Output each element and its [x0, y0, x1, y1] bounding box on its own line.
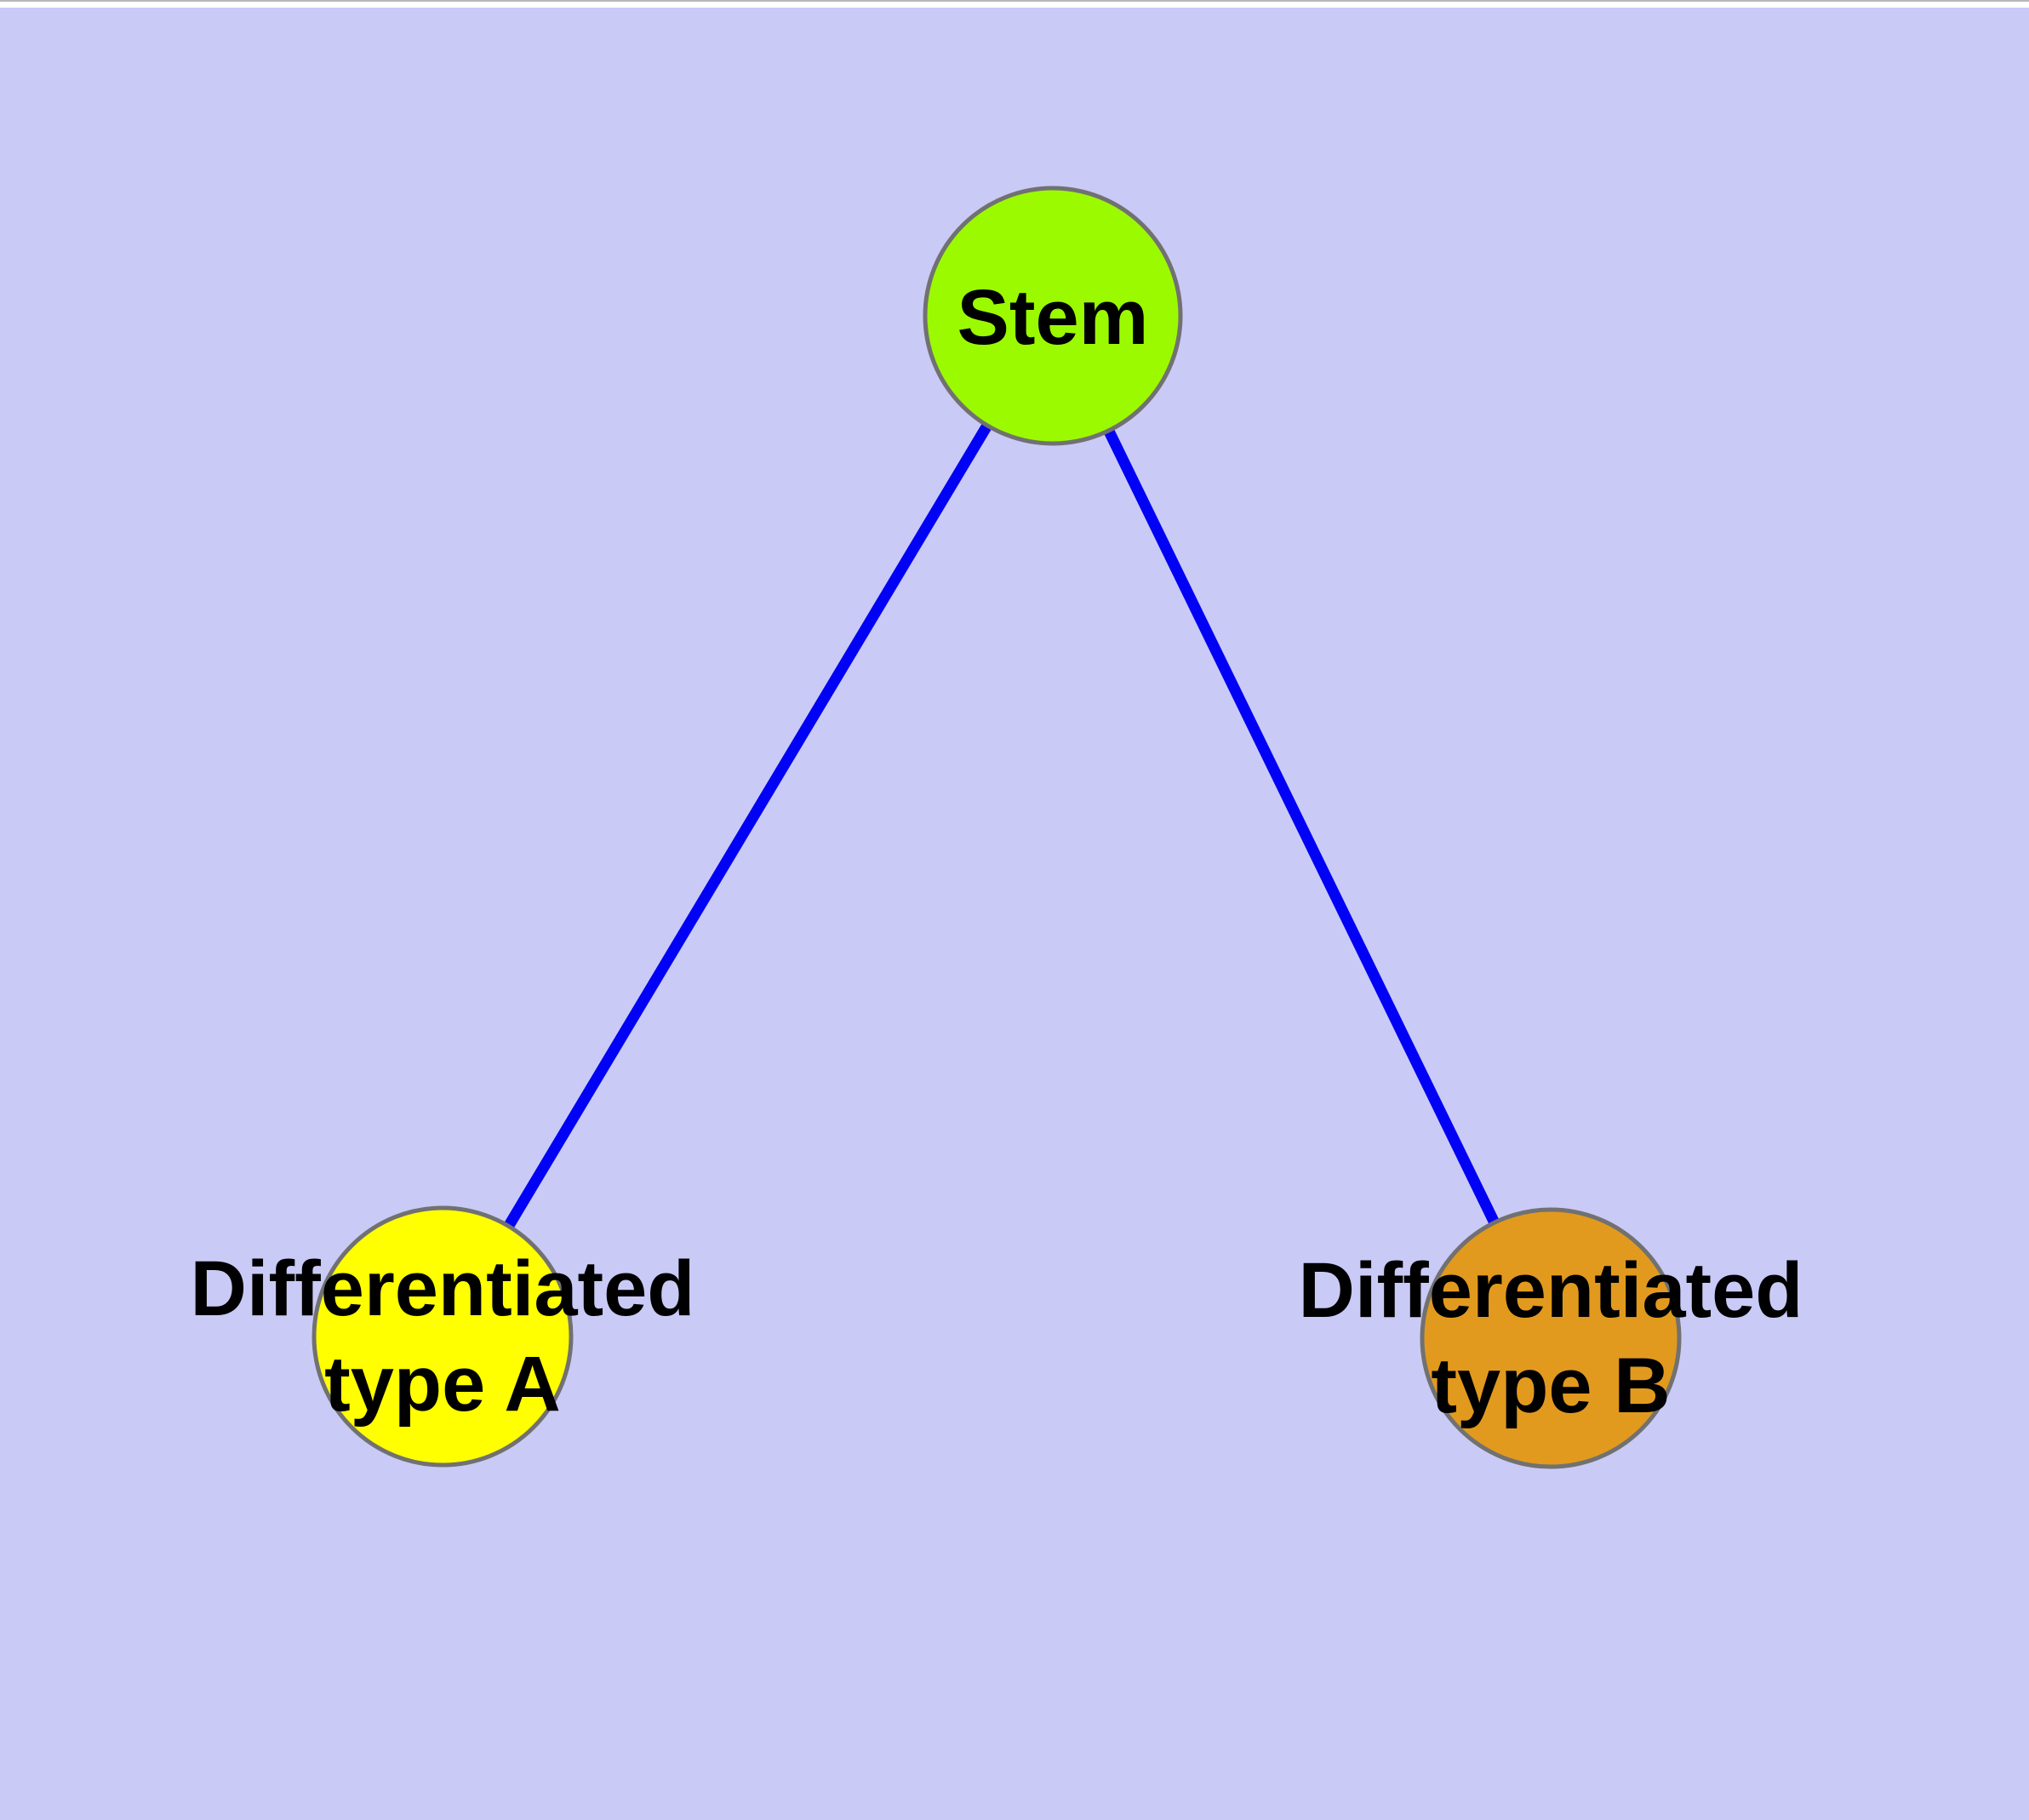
edge-stem-to-type-a: [437, 312, 1058, 1340]
window-top-edge: [0, 0, 2029, 8]
node-circle-type-a: [311, 1205, 574, 1468]
node-circle-type-b: [1420, 1207, 1682, 1469]
edge-stem-to-type-b: [1048, 313, 1556, 1341]
node-circle-stem: [923, 186, 1183, 446]
